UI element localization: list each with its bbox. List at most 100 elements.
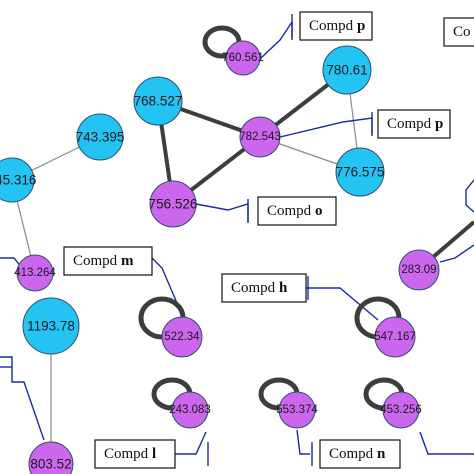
node-n803[interactable]: 803.52 (28, 441, 74, 474)
node-label: 768.527 (134, 94, 183, 109)
callout-prefix: Compd (104, 446, 152, 462)
callout-label: Compd o (267, 203, 322, 219)
node-label: 453.256 (380, 404, 422, 416)
node-circle (382, 391, 420, 429)
node-label: 745.316 (0, 173, 36, 188)
node-n768[interactable]: 768.527 (133, 76, 183, 126)
callout-leader-c-n (296, 429, 310, 455)
callout-label: Compd h (231, 280, 288, 296)
callout-letter: o (315, 203, 323, 219)
callout-label: Compd n (329, 446, 386, 462)
edge-fragment-offscreen (0, 356, 45, 441)
node-label: 243.083 (169, 404, 211, 416)
callout-label: Compd p (309, 18, 365, 34)
edge-fragment-offscreen (465, 179, 474, 213)
callout-letter: p (357, 18, 365, 34)
node-n745[interactable]: 745.316 (0, 157, 36, 203)
callout-c-n: Compd n (319, 439, 401, 469)
callout-label: Compd p (387, 116, 443, 132)
node-circle (225, 40, 261, 76)
node-n776[interactable]: 776.575 (335, 147, 385, 197)
callout-c-p-top: Compd p (299, 11, 373, 41)
callout-label: Compd m (73, 253, 134, 269)
callout-prefix: Compd (309, 18, 357, 34)
callout-letter: n (377, 446, 386, 462)
node-circle (76, 113, 124, 161)
callout-leader-c-h (306, 287, 379, 321)
callout-leader-c-p-mid (279, 117, 373, 138)
callout-letter: l (152, 446, 156, 462)
node-n553[interactable]: 553.374 (276, 391, 318, 429)
node-n1193[interactable]: 1193.78 (22, 297, 80, 355)
node-circle (28, 441, 74, 474)
node-label: 522.34 (164, 331, 200, 343)
callout-c-p-mid: Compd p (377, 109, 451, 139)
node-n547[interactable]: 547.167 (374, 316, 416, 358)
node-label: 547.167 (374, 331, 416, 343)
node-n243[interactable]: 243.083 (169, 391, 211, 429)
node-label: 283.09 (401, 264, 436, 276)
callout-letter: p (435, 116, 443, 132)
node-n453[interactable]: 453.256 (380, 391, 422, 429)
node-label: 782.543 (239, 131, 281, 143)
node-n780[interactable]: 780.61 (322, 45, 372, 95)
callout-prefix: Compd (231, 280, 279, 296)
callout-c-m: Compd m (63, 246, 153, 276)
callout-box (299, 11, 373, 41)
node-label: 803.52 (30, 457, 71, 472)
callout-prefix: Compd (329, 446, 377, 462)
callout-prefix: Compd (73, 253, 121, 269)
callout-box (257, 196, 337, 226)
callout-box (443, 17, 474, 47)
callout-c-o: Compd o (257, 196, 337, 226)
callout-leader-c-l (175, 431, 207, 455)
node-circle (278, 391, 316, 429)
callout-letter: h (279, 280, 288, 296)
callout-box (377, 109, 451, 139)
node-n522[interactable]: 522.34 (161, 316, 203, 358)
callout-prefix: Compd (267, 203, 315, 219)
node-n782[interactable]: 782.543 (239, 116, 281, 158)
callout-prefix: Compd (387, 116, 435, 132)
callout-c-l: Compd l (94, 439, 176, 469)
node-label: 1193.78 (27, 319, 75, 334)
node-label: 780.61 (326, 63, 367, 78)
edge-fragment-offscreen (439, 244, 474, 263)
node-n283[interactable]: 283.09 (398, 249, 440, 291)
callout-c-partial-topright: Co (443, 17, 474, 47)
nodes-layer: 760.561 780.61 768.527 782.543 743.395 776.57… (0, 40, 440, 474)
node-label: 743.395 (76, 130, 125, 145)
node-label: 776.575 (336, 165, 385, 180)
node-label: 756.526 (149, 197, 198, 212)
node-label: 413.264 (14, 267, 56, 279)
callout-lines-layer (0, 14, 474, 466)
node-circle (398, 249, 440, 291)
node-circle (16, 254, 54, 292)
node-n756[interactable]: 756.526 (149, 180, 198, 228)
node-n743[interactable]: 743.395 (76, 113, 125, 161)
callout-box (94, 439, 176, 469)
callout-label: Co (453, 24, 471, 40)
node-circle (22, 297, 80, 355)
node-circle (171, 391, 209, 429)
node-circle (161, 316, 203, 358)
node-n413[interactable]: 413.264 (14, 254, 56, 292)
callout-letter: m (121, 253, 134, 269)
callout-leader-c-p-top (260, 19, 293, 59)
node-circle (0, 157, 35, 203)
callout-c-h: Compd h (221, 273, 307, 303)
callout-box (221, 273, 307, 303)
callout-leader-c-m (151, 257, 181, 311)
node-label: 553.374 (276, 404, 318, 416)
callout-label: Compd l (104, 446, 156, 462)
node-circle (374, 316, 416, 358)
edge-offscreen-right (430, 220, 474, 260)
callout-leader-c-o (195, 203, 249, 222)
node-n760[interactable]: 760.561 (222, 40, 264, 76)
callout-box (63, 246, 153, 276)
callout-prefix: Co (453, 24, 471, 40)
node-circle (133, 76, 183, 126)
node-circle (335, 147, 385, 197)
node-circle (239, 116, 281, 158)
